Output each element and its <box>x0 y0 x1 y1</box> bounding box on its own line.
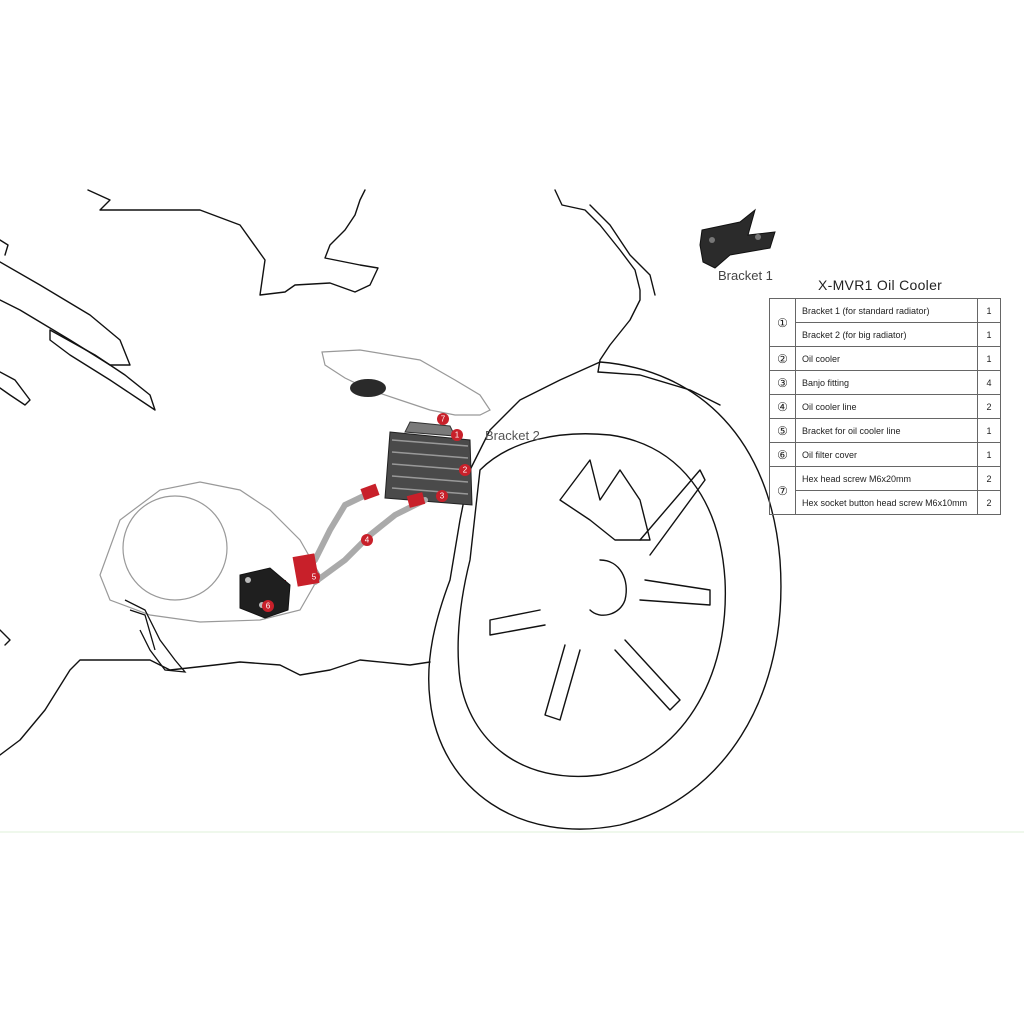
part-description: Hex socket button head screw M6x10mm <box>795 490 978 515</box>
table-row: Bracket 2 (for big radiator)1 <box>770 322 1001 347</box>
banjo-fitting <box>406 492 426 508</box>
tank-inner-line <box>589 204 656 296</box>
lower-body-left <box>0 629 11 646</box>
callout-7 <box>437 413 449 425</box>
bracket-1-part <box>699 208 776 269</box>
part-quantity: 1 <box>977 322 1001 347</box>
part-description: Bracket for oil cooler line <box>795 418 978 443</box>
oil-filter-cover-part <box>239 567 291 619</box>
rim-spoke-5 <box>544 644 581 721</box>
left-panel-stripe-2 <box>49 329 156 411</box>
callout-3 <box>436 490 448 502</box>
front-fairing-outline <box>87 189 379 296</box>
callout-2-text: 2 <box>463 466 468 475</box>
callout-5 <box>308 571 320 583</box>
rear-frame-line <box>597 371 721 406</box>
part-number: ⑤ <box>769 418 796 443</box>
part-quantity: 1 <box>977 346 1001 371</box>
lower-body-outline <box>0 659 431 756</box>
bracket-2-mount <box>350 379 386 397</box>
callout-1 <box>451 429 463 441</box>
part-description: Oil cooler <box>795 346 978 371</box>
part-number: ① <box>769 298 796 347</box>
part-quantity: 1 <box>977 298 1001 323</box>
callout-4-text: 4 <box>365 536 370 545</box>
banjo-fitting <box>360 483 380 501</box>
stand-outline <box>124 599 187 673</box>
stand-outline-2 <box>129 609 156 651</box>
rim-hub <box>589 559 627 616</box>
part-description: Hex head screw M6x20mm <box>795 466 978 491</box>
left-panel-top <box>0 239 9 256</box>
callout-5-text: 5 <box>312 573 317 582</box>
part-description: Oil filter cover <box>795 442 978 467</box>
engine-cover-circle <box>122 495 228 601</box>
callout-3-text: 3 <box>440 492 445 501</box>
callout-1-text: 1 <box>455 431 460 440</box>
seat-outline <box>321 349 491 416</box>
part-number: ③ <box>769 370 796 395</box>
part-number: ⑦ <box>769 466 796 515</box>
part-description: Bracket 1 (for standard radiator) <box>795 298 978 323</box>
bracket-1-label: Bracket 1 <box>718 268 773 283</box>
tank-outline <box>554 189 641 373</box>
part-number: ② <box>769 346 796 371</box>
rear-wheel-inner <box>457 433 727 777</box>
part-description: Banjo fitting <box>795 370 978 395</box>
rim-spoke-6 <box>489 609 546 636</box>
callout-6 <box>262 600 274 612</box>
part-description: Oil cooler line <box>795 394 978 419</box>
left-panel-stripe <box>0 261 131 366</box>
oil-cooler-part <box>384 421 473 506</box>
left-panel-stripe-3 <box>0 371 31 406</box>
part-quantity: 2 <box>977 466 1001 491</box>
part-quantity: 1 <box>977 418 1001 443</box>
rim-spoke-4 <box>614 639 681 711</box>
part-quantity: 1 <box>977 442 1001 467</box>
part-quantity: 2 <box>977 490 1001 515</box>
callout-2 <box>459 464 471 476</box>
part-description: Bracket 2 (for big radiator) <box>795 322 978 347</box>
rear-wheel-outer <box>428 361 782 830</box>
callout-6-text: 6 <box>266 602 271 611</box>
part-quantity: 2 <box>977 394 1001 419</box>
bracket-2-label: Bracket 2 <box>485 428 540 443</box>
rim-spoke-3 <box>639 579 711 606</box>
rim-spoke-1 <box>559 459 651 541</box>
part-quantity: 4 <box>977 370 1001 395</box>
rim-spoke-2 <box>639 469 706 556</box>
callout-7-text: 7 <box>441 415 446 424</box>
parts-table-title: X-MVR1 Oil Cooler <box>818 277 943 293</box>
part-number: ⑥ <box>769 442 796 467</box>
callouts: 7 1 2 3 4 5 6 <box>262 413 471 612</box>
callout-4 <box>361 534 373 546</box>
part-number: ④ <box>769 394 796 419</box>
